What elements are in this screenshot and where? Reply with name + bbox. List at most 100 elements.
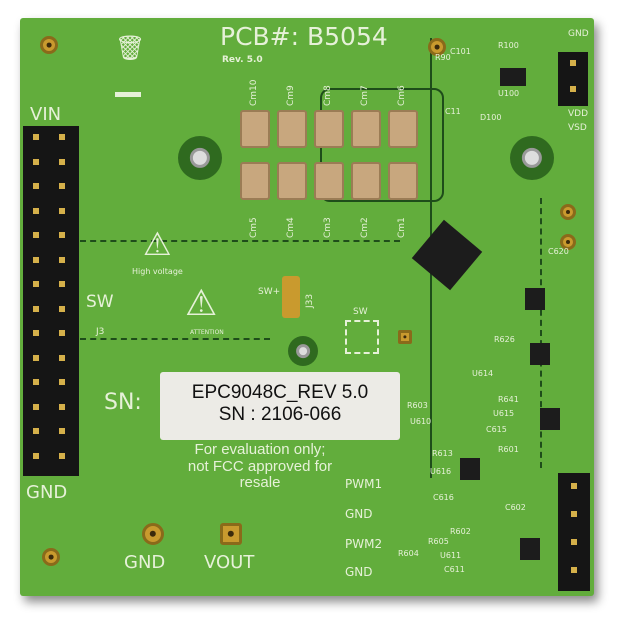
capacitor-label-top: Cm6 (397, 85, 407, 106)
designator-label: U610 (410, 417, 432, 426)
header-pin (33, 134, 39, 140)
serial-label: EPC9048C_REV 5.0 SN : 2106-066 (160, 372, 400, 440)
designator-label: R602 (450, 527, 471, 536)
designator-label: C616 (433, 493, 454, 502)
designator-label: R601 (498, 445, 519, 454)
header-pin (59, 379, 65, 385)
disclaimer-line: For evaluation only; (194, 441, 326, 458)
trace (540, 198, 542, 468)
header-pin (59, 207, 65, 214)
u615-ic (540, 408, 560, 430)
designator-label: R641 (498, 395, 519, 404)
header-pin (571, 511, 577, 517)
capacitor-label-top: Cm8 (323, 85, 333, 106)
capacitor (351, 110, 381, 148)
gnd-top-label: GND (568, 29, 589, 39)
header-pin (570, 60, 576, 66)
capacitor (314, 110, 344, 148)
header-pin (59, 158, 65, 165)
designator-label: C611 (444, 565, 465, 574)
pin-header-bottom-right[interactable] (558, 473, 590, 591)
esd-warning-icon: ⚠ (185, 283, 218, 324)
revision: Rev. 5.0 (222, 55, 263, 65)
standoff-hole (288, 336, 318, 366)
designator-label: C11 (445, 107, 461, 116)
designator-label: R603 (407, 401, 428, 410)
high-voltage-label: High voltage (132, 267, 183, 276)
pin-header-left[interactable] (23, 126, 79, 476)
gnd-terminal[interactable] (142, 523, 164, 545)
j33-label: J33 (305, 293, 315, 308)
capacitor-label-top: Cm7 (360, 85, 370, 106)
designator-label: C101 (450, 47, 471, 56)
header-pin (33, 428, 39, 434)
mounting-hole (428, 38, 446, 56)
vout-label: VOUT (204, 552, 255, 573)
designator-label: R100 (498, 41, 519, 50)
designator-label: U100 (498, 89, 520, 98)
header-pin (59, 305, 65, 312)
header-pin (33, 207, 39, 214)
controller-ic (411, 219, 483, 291)
test-point (560, 234, 576, 250)
header-pin (33, 232, 39, 238)
mounting-hole (42, 548, 60, 566)
vsd-label: VSD (568, 123, 587, 133)
label-model: EPC9048C_REV 5.0 (191, 382, 369, 403)
header-pin (59, 134, 65, 140)
designator-label: R90 (435, 53, 451, 62)
u100-ic (500, 68, 526, 86)
header-pin (33, 403, 39, 410)
header-pin (59, 232, 65, 238)
header-pin (59, 452, 65, 459)
designator-label: U614 (472, 369, 494, 378)
trace (80, 240, 400, 242)
pwm2-label: PWM2 (345, 537, 383, 551)
sw-label: SW (86, 292, 114, 312)
u611-ic (520, 538, 540, 560)
header-pin (33, 305, 39, 312)
header-pin (33, 354, 39, 361)
gnd-bottom-label: GND (124, 552, 166, 573)
gnd1-label: GND (345, 507, 373, 521)
esd-warning-label: ATTENTION (190, 329, 224, 336)
disclaimer-line: not FCC approved for (187, 457, 333, 475)
pcb-number: PCB#: B5054 (220, 22, 388, 51)
standoff-hole (178, 136, 222, 180)
vout-terminal[interactable] (220, 523, 242, 545)
disclaimer: For evaluation only; not FCC approved fo… (135, 441, 385, 492)
sw-test-header[interactable] (282, 276, 300, 318)
header-pin (33, 281, 39, 287)
header-pin (571, 539, 577, 545)
designator-label: R604 (398, 549, 419, 558)
weee-icon: 🗑 (115, 34, 146, 62)
header-pin (33, 330, 39, 336)
capacitor (240, 110, 270, 148)
header-pin (33, 183, 39, 189)
capacitor (351, 162, 381, 200)
vin-label: VIN (30, 104, 62, 125)
designator-label: U615 (493, 409, 515, 418)
capacitor (240, 162, 270, 200)
sn-prefix: SN: (104, 390, 142, 415)
header-pin (59, 256, 65, 263)
header-pin (571, 567, 577, 573)
header-pin (59, 330, 65, 336)
capacitor-label-top: Cm10 (249, 79, 259, 106)
capacitor-label-bottom: Cm1 (397, 217, 407, 238)
header-pin (59, 428, 65, 434)
header-pin (59, 403, 65, 410)
j3-label: J3 (96, 327, 105, 337)
designator-label: U616 (430, 467, 452, 476)
capacitor-label-top: Cm9 (286, 85, 296, 106)
capacitor (388, 110, 418, 148)
designator-label: U611 (440, 551, 462, 560)
designator-label: C615 (486, 425, 507, 434)
sw-pad (345, 320, 379, 354)
header-pin (570, 86, 576, 92)
capacitor-label-bottom: Cm2 (360, 217, 370, 238)
pin-header-top-right[interactable] (558, 52, 588, 106)
trace (80, 338, 270, 340)
test-point (398, 330, 412, 344)
vdd-label: VDD (568, 109, 589, 119)
